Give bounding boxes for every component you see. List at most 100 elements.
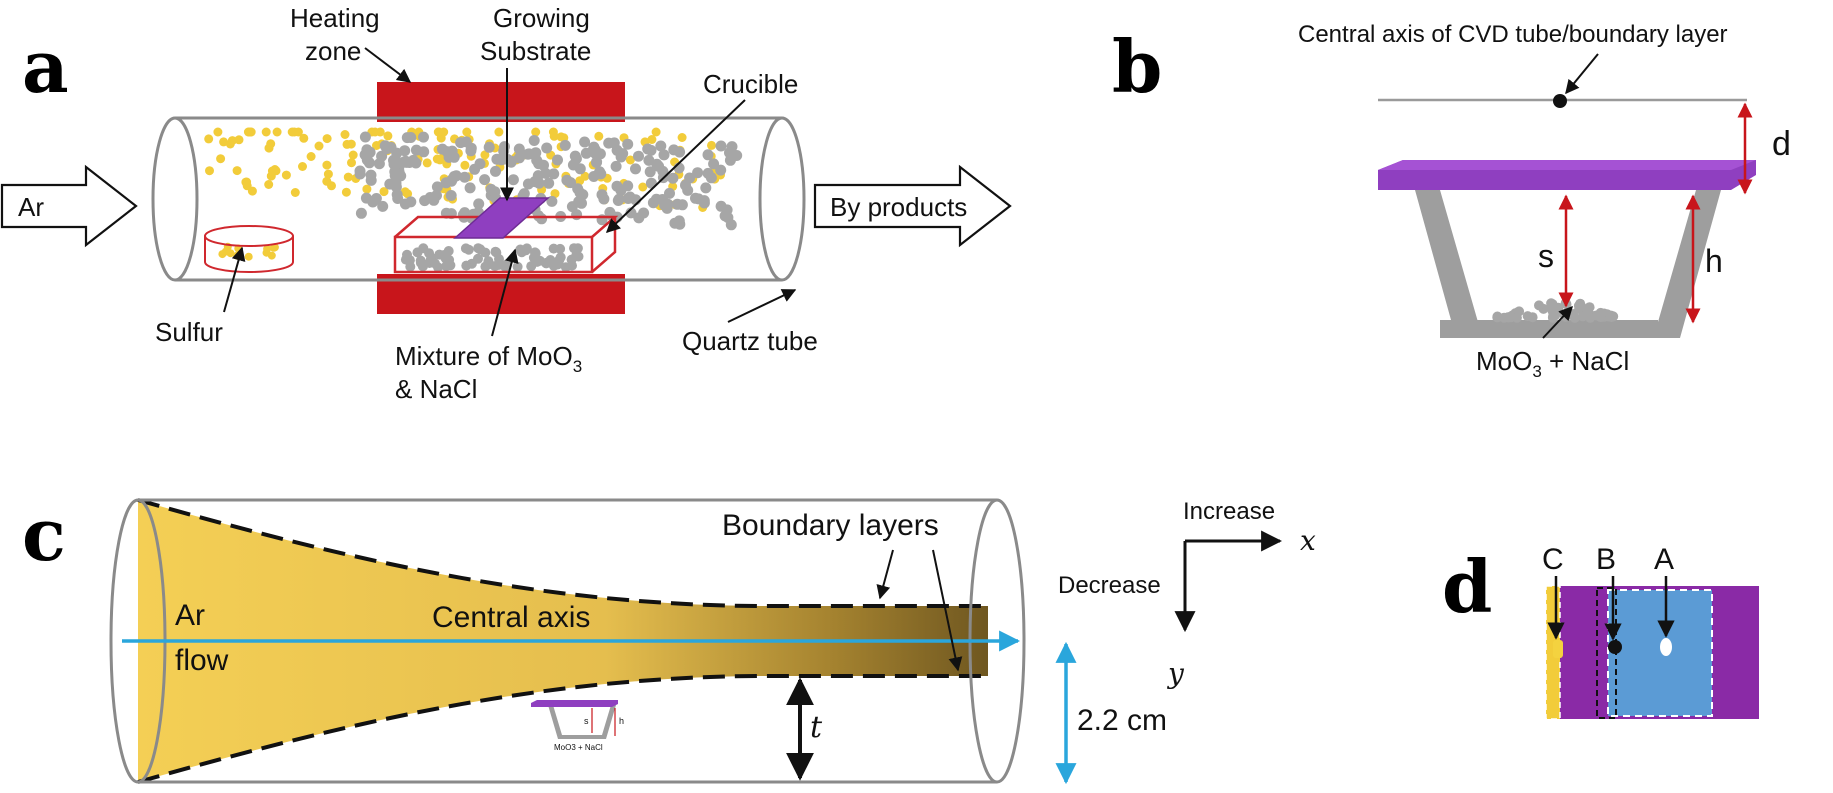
particle [489, 186, 501, 198]
moo3-nacl-pile [1492, 298, 1619, 323]
particle [343, 172, 353, 182]
particle [418, 131, 429, 143]
particle [625, 155, 635, 165]
particle [392, 193, 404, 204]
sulfur-boat [204, 225, 294, 273]
particle [359, 131, 371, 143]
particle [573, 196, 585, 208]
particle [560, 262, 571, 273]
decrease-label: Decrease [1058, 572, 1161, 599]
particle [399, 145, 411, 157]
particle [346, 139, 356, 149]
particle [617, 148, 629, 160]
particle [270, 165, 280, 174]
particle [690, 192, 701, 204]
point-c-marker [1553, 640, 1563, 658]
mini-h-label: h [619, 716, 624, 726]
particle [1595, 312, 1606, 323]
particle [702, 167, 714, 179]
particle [418, 243, 429, 254]
panel-b: b Central axis of CVD tube/boundary laye… [1112, 21, 1791, 381]
particle [445, 175, 457, 187]
boundary-pointer-lower [932, 549, 963, 672]
particle [1505, 312, 1516, 323]
panel-label-b: b [1112, 24, 1162, 109]
particle [355, 207, 367, 219]
sulfur-pointer [223, 246, 246, 313]
particle [707, 140, 716, 150]
particle [541, 142, 553, 154]
particle [507, 174, 519, 186]
particle [483, 141, 495, 153]
particle [362, 184, 372, 194]
particle [464, 182, 476, 194]
substrate-plate-top [1378, 160, 1756, 170]
particle [463, 244, 474, 255]
quartz-tube-label: Quartz tube [682, 326, 818, 356]
quartz-tube [151, 116, 806, 282]
particle [379, 140, 391, 152]
particle [657, 194, 668, 205]
particle [625, 207, 637, 219]
upper-boundary-layer [137, 498, 988, 608]
heating-zone-pointer [364, 47, 412, 83]
particle [445, 190, 457, 201]
particle [658, 149, 670, 161]
particle [480, 261, 491, 272]
particle [494, 127, 504, 137]
ar-label: Ar [18, 192, 44, 222]
moo3-nacl-label: MoO3 + NaCl [1476, 346, 1629, 381]
particle [323, 169, 333, 179]
particle [530, 247, 540, 258]
particle [546, 195, 558, 207]
by-products-arrow [813, 164, 1012, 248]
lower-boundary-layer [137, 674, 988, 784]
particle [299, 133, 309, 143]
particle [611, 180, 623, 192]
ar-flow-label-1: Ar [175, 599, 205, 632]
mini-crucible: s h MoO3 + NaCl [531, 700, 624, 752]
ar-inlet-arrow [0, 164, 138, 248]
particle [205, 166, 214, 176]
particle [612, 195, 624, 206]
particle [655, 140, 667, 152]
particle [633, 150, 644, 162]
panel-label-a: a [22, 24, 69, 109]
particle [624, 191, 636, 203]
particle [700, 182, 712, 194]
particle [287, 127, 297, 137]
particle [459, 171, 471, 183]
particle [633, 212, 645, 224]
growing-substrate-label-2: Substrate [480, 36, 591, 66]
particle [348, 150, 358, 160]
particle [460, 136, 472, 148]
particle [216, 154, 226, 164]
particle [668, 144, 680, 156]
particle [227, 136, 237, 146]
particle [367, 196, 379, 208]
particle [653, 160, 665, 172]
particle [370, 127, 380, 137]
particle [1606, 310, 1617, 321]
particle [1548, 311, 1559, 321]
particle [244, 252, 253, 261]
particle [559, 139, 571, 151]
central-axis-pointer [1565, 53, 1599, 95]
particle [671, 198, 683, 210]
particle [598, 193, 610, 205]
particle [314, 141, 324, 151]
particle [505, 155, 517, 167]
d-label: d [1772, 125, 1791, 163]
particle [261, 127, 271, 137]
particle [532, 256, 543, 267]
particle [647, 197, 659, 209]
by-products-label: By products [830, 192, 967, 222]
particle [548, 243, 559, 254]
particle [364, 146, 376, 158]
particle [552, 154, 563, 166]
central-axis-c-label: Central axis [432, 601, 590, 634]
particle [347, 158, 356, 168]
c-label: C [1542, 543, 1564, 576]
diameter-label: 2.2 cm [1077, 704, 1167, 737]
particle [512, 261, 523, 272]
